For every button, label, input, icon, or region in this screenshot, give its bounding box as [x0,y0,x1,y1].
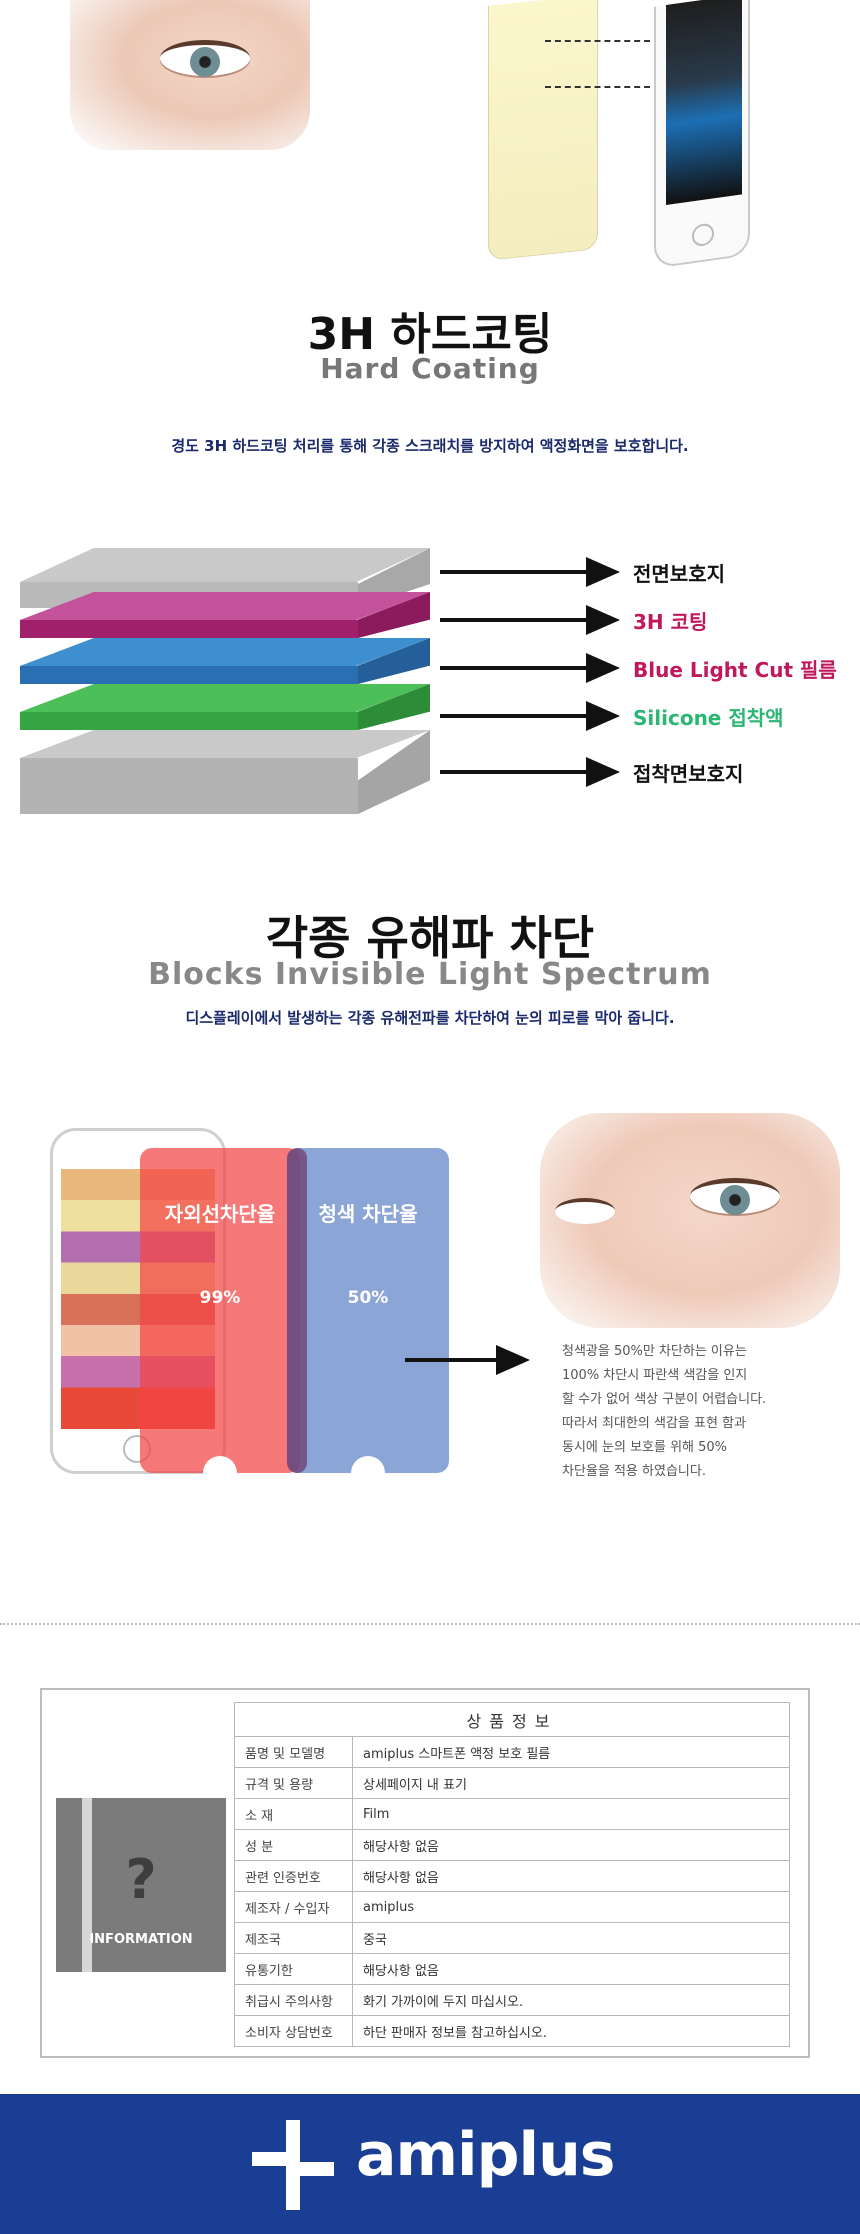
row-key: 관련 인증번호 [234,1860,353,1892]
blue-filter-panel [287,1148,449,1473]
row-key: 소비자 상담번호 [234,2015,353,2047]
blue-block-value: 50% [347,1288,389,1308]
layer-label-3h-coating: 3H 코팅 [633,610,708,634]
information-label: INFORMATION [89,1932,193,1947]
arrow-right-icon [440,701,620,731]
arrow-right-icon [440,605,620,635]
row-key: 취급시 주의사항 [234,1984,353,2016]
row-key: 품명 및 모델명 [234,1736,353,1768]
layer-label-adhesive-protector: 접착면보호지 [633,762,744,786]
layer-silicone [20,684,430,730]
brand-name: amiplus [356,2120,616,2190]
row-value: Film [352,1798,790,1830]
product-info-header: 상품정보 [234,1702,790,1737]
row-key: 소 재 [234,1798,353,1830]
spectrum-subtitle: Blocks Invisible Light Spectrum [148,957,712,992]
filter-overlap [287,1148,307,1473]
arrow-right-icon [405,1345,530,1375]
note-line: 청색광을 50%만 차단하는 이유는 [562,1344,747,1359]
row-value: 해당사항 없음 [352,1829,790,1861]
layer-adhesive-protector [20,730,430,814]
note-line: 차단율을 적용 하였습니다. [562,1464,706,1479]
eye-closeup-photo [540,1113,840,1328]
row-value: 중국 [352,1922,790,1954]
arrow-right-icon [440,557,620,587]
arrow-right-icon [440,653,620,683]
note-line: 할 수가 없어 색상 구분이 어렵습니다. [562,1392,767,1407]
hard-coating-title: 3H 하드코팅 [307,309,553,360]
row-key: 규격 및 용량 [234,1767,353,1799]
layer-label-silicone: Silicone 접착액 [633,706,784,730]
hard-coating-description: 경도 3H 하드코팅 처리를 통해 각종 스크래치를 방지하여 액정화면을 보호… [171,437,689,455]
row-value: 해당사항 없음 [352,1953,790,1985]
hard-coating-subtitle: Hard Coating [320,352,540,385]
row-value: amiplus 스마트폰 액정 보호 필름 [352,1736,790,1768]
uv-block-value: 99% [199,1288,241,1308]
row-value: 해당사항 없음 [352,1860,790,1892]
blue-block-label: 청색 차단율 [318,1202,418,1226]
question-mark-icon: ? [125,1848,157,1911]
row-key: 성 분 [234,1829,353,1861]
row-value: 하단 판매자 정보를 참고하십시오. [352,2015,790,2047]
row-value: amiplus [352,1891,790,1923]
brand-footer: amiplus [0,2094,860,2234]
note-line: 따라서 최대한의 색감을 표현 함과 [562,1416,746,1431]
layer-blue-light-cut [20,638,430,684]
dashed-guide-line [545,86,660,88]
row-key: 유통기한 [234,1953,353,1985]
layer-3h-coating [20,592,430,638]
spectrum-description: 디스플레이에서 발생하는 각종 유해전파를 차단하여 눈의 피로를 막아 줍니다… [185,1009,675,1027]
spectrum-title: 각종 유해파 차단 [265,911,595,965]
uv-filter-panel [140,1148,300,1473]
note-line: 동시에 눈의 보호를 위해 50% [562,1440,728,1455]
uv-block-label: 자외선차단율 [164,1202,276,1226]
row-key: 제조자 / 수입자 [234,1891,353,1923]
information-icon: ? INFORMATION [56,1798,226,1972]
layer-label-front-protector: 전면보호지 [633,562,725,586]
dashed-guide-line [545,40,660,42]
phone-illustration [654,0,750,269]
arrow-right-icon [440,757,620,787]
layer-label-blue-light-cut: Blue Light Cut 필름 [633,658,837,682]
note-line: 100% 차단시 파란색 색감을 인지 [562,1368,748,1383]
row-key: 제조국 [234,1922,353,1954]
section-divider [0,1623,860,1625]
row-value: 상세페이지 내 표기 [352,1767,790,1799]
row-value: 화기 가까이에 두지 마십시오. [352,1984,790,2016]
eye-closeup-photo [70,0,310,150]
